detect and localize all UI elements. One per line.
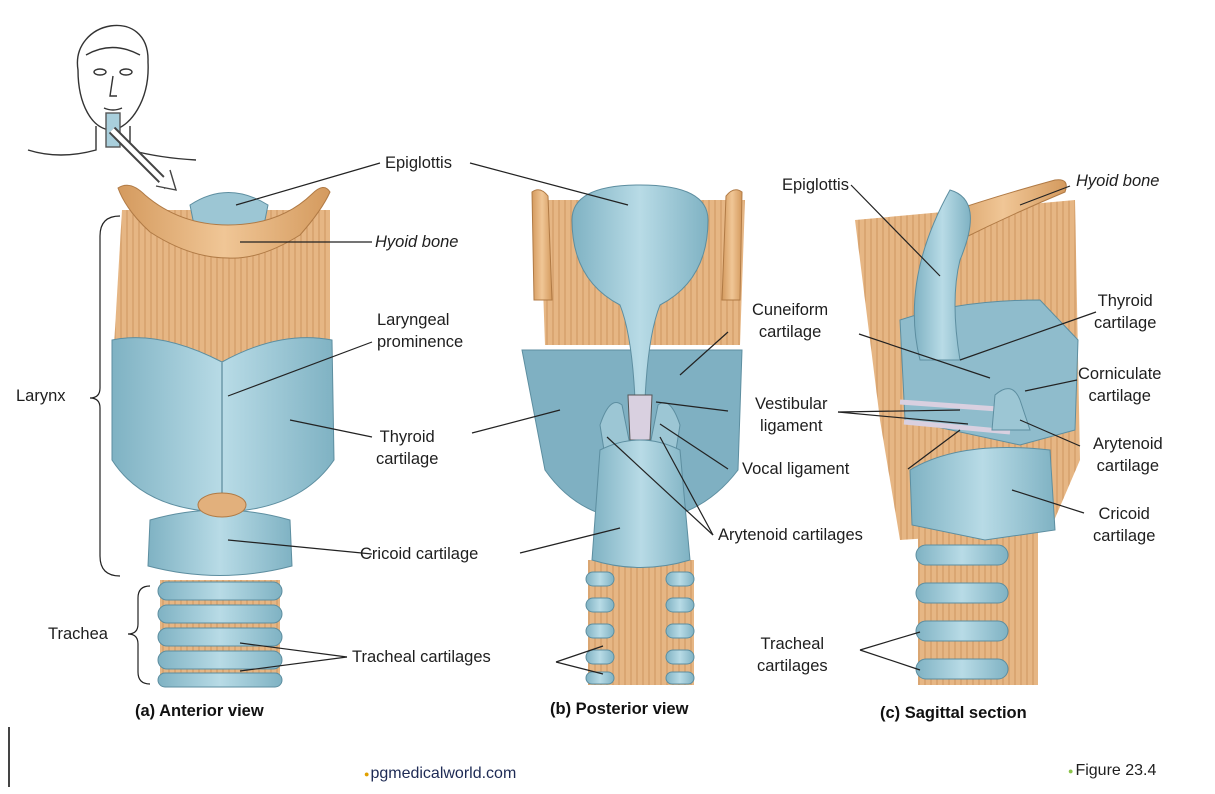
label-arytenoid-cartilages: Arytenoid cartilages xyxy=(718,524,863,546)
footer-divider xyxy=(8,727,10,787)
label-larynx: Larynx xyxy=(16,385,66,407)
label-hyoid-bone-c: Hyoid bone xyxy=(1076,170,1159,192)
label-vestibular-ligament: Vestibular ligament xyxy=(755,393,827,437)
label-vocal-ligament: Vocal ligament xyxy=(742,458,849,480)
caption-posterior-view: (b) Posterior view xyxy=(550,700,688,719)
footer-figure-text: Figure 23.4 xyxy=(1075,762,1156,779)
anterior-view-illustration xyxy=(112,185,334,687)
bullet-icon: ● xyxy=(364,769,369,779)
caption-anterior-view: (a) Anterior view xyxy=(135,702,264,721)
label-thyroid-cartilage-a: Thyroid cartilage xyxy=(376,426,438,470)
footer-site-text: pgmedicalworld.com xyxy=(370,765,516,782)
label-thyroid-cartilage-c: Thyroid cartilage xyxy=(1094,290,1156,334)
label-cricoid-cartilage-c: Cricoid cartilage xyxy=(1093,503,1155,547)
label-tracheal-cartilages-c: Tracheal cartilages xyxy=(757,633,828,677)
label-epiglottis-c: Epiglottis xyxy=(782,174,849,196)
bullet-icon: ● xyxy=(1068,766,1073,776)
label-cuneiform-cartilage: Cuneiform cartilage xyxy=(752,299,828,343)
head-thumbnail xyxy=(28,25,196,190)
label-laryngeal-prominence: Laryngeal prominence xyxy=(377,309,463,353)
sagittal-section-illustration xyxy=(855,180,1080,685)
footer-site: ●pgmedicalworld.com xyxy=(364,765,516,783)
posterior-view-illustration xyxy=(522,185,745,685)
caption-sagittal-section: (c) Sagittal section xyxy=(880,704,1027,723)
label-cricoid-cartilage-a: Cricoid cartilage xyxy=(360,543,478,565)
label-epiglottis-a: Epiglottis xyxy=(385,152,452,174)
label-tracheal-cartilages-a: Tracheal cartilages xyxy=(352,646,491,668)
footer-figure-number: ●Figure 23.4 xyxy=(1068,762,1156,780)
label-arytenoid-cartilage: Arytenoid cartilage xyxy=(1093,433,1163,477)
label-corniculate-cartilage: Corniculate cartilage xyxy=(1078,363,1161,407)
label-trachea: Trachea xyxy=(48,623,108,645)
label-hyoid-bone-a: Hyoid bone xyxy=(375,231,458,253)
